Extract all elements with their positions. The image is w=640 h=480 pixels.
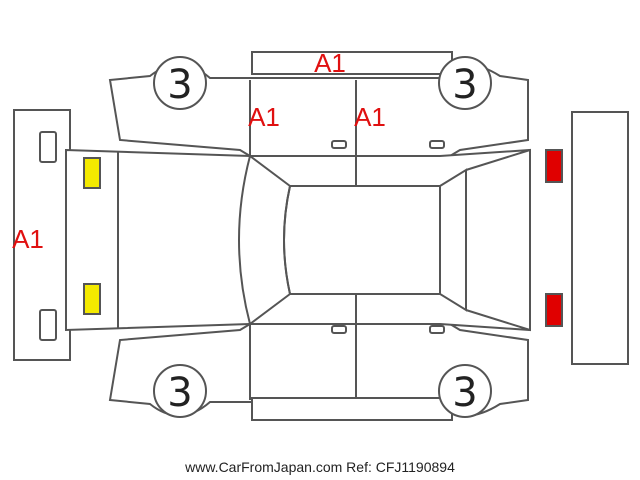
wheel-front-left: 3: [153, 56, 207, 110]
left-side-body: [108, 63, 529, 157]
taillight-left: [545, 149, 563, 183]
taillight-right: [545, 293, 563, 327]
headlight-right: [83, 283, 101, 315]
wheel-front-right: 3: [153, 364, 207, 418]
damage-marker-front-bumper: A1: [12, 224, 44, 254]
top-view-body: [65, 148, 531, 332]
roof-panel: [283, 185, 441, 295]
damage-marker-roof: A1: [314, 48, 346, 78]
rear-bumper: [571, 111, 629, 365]
wheel-rear-left: 3: [438, 56, 492, 110]
wheel-rear-right-label: 3: [452, 370, 477, 416]
front-bumper: [13, 109, 71, 361]
damage-marker-left-rear-door: A1: [354, 102, 386, 132]
watermark-footer: www.CarFromJapan.com Ref: CFJ1190894: [184, 459, 455, 475]
headlight-left: [83, 157, 101, 189]
wheel-rear-left-label: 3: [452, 62, 477, 108]
wheel-front-left-label: 3: [167, 62, 192, 108]
damage-marker-left-front-door: A1: [248, 102, 280, 132]
wheel-rear-right: 3: [438, 364, 492, 418]
wheel-front-right-label: 3: [167, 370, 192, 416]
roof-rail-top: [251, 51, 453, 75]
roof-rail-bottom: [251, 397, 453, 421]
